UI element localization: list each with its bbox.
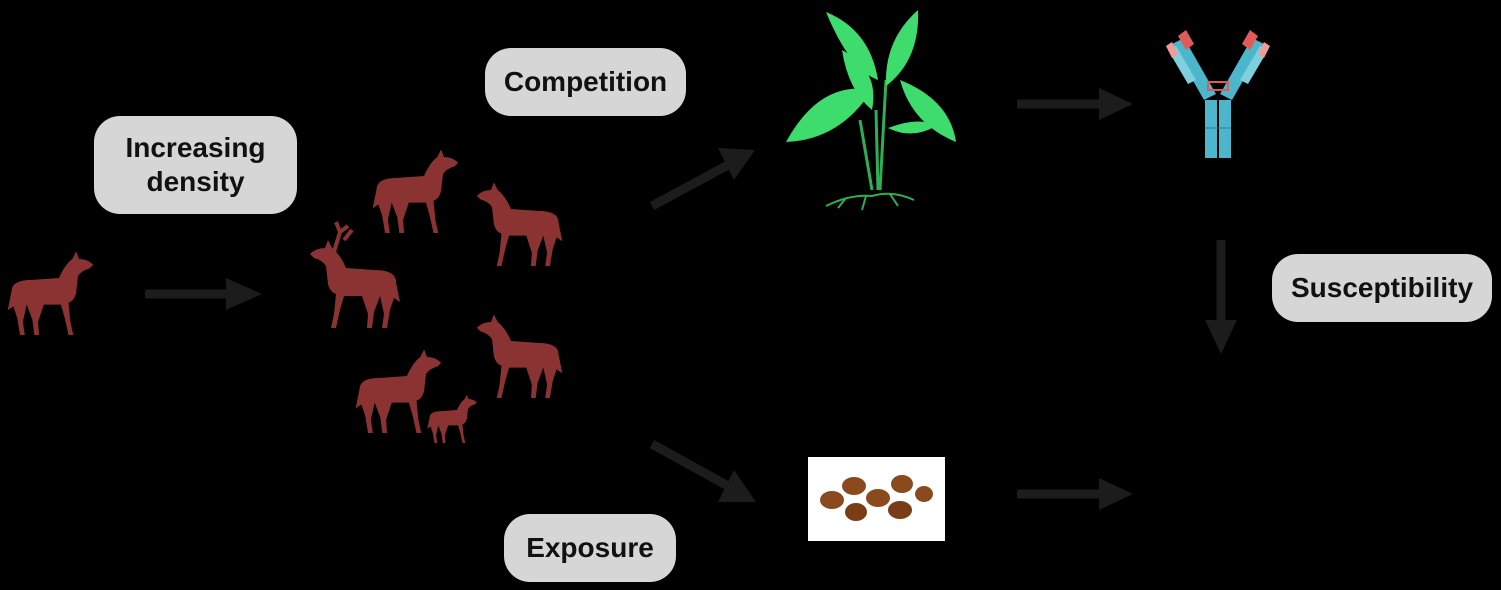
feces-icon xyxy=(820,475,933,521)
increasing-density-label: Increasing density xyxy=(94,116,297,214)
red-deer-stag-icon xyxy=(310,221,400,328)
arrow-susceptibility-down xyxy=(1205,240,1237,354)
deer-icon xyxy=(7,251,94,335)
deer-icon xyxy=(427,394,477,443)
arrow-plant-to-antibody xyxy=(1017,88,1133,120)
arrow-density xyxy=(145,278,262,310)
antibody-icon xyxy=(1166,30,1270,158)
deer-icon xyxy=(476,314,563,398)
arrow-to-competition xyxy=(649,148,755,210)
competition-label: Competition xyxy=(485,48,686,116)
plant-icon xyxy=(786,10,956,211)
exposure-label: Exposure xyxy=(504,514,676,582)
arrow-to-exposure xyxy=(649,440,756,502)
arrow-feces-to-outcome xyxy=(1017,478,1133,510)
deer-icon xyxy=(355,349,442,433)
susceptibility-label: Susceptibility xyxy=(1272,254,1492,322)
deer-icon xyxy=(372,149,459,233)
deer-icon xyxy=(476,182,563,266)
